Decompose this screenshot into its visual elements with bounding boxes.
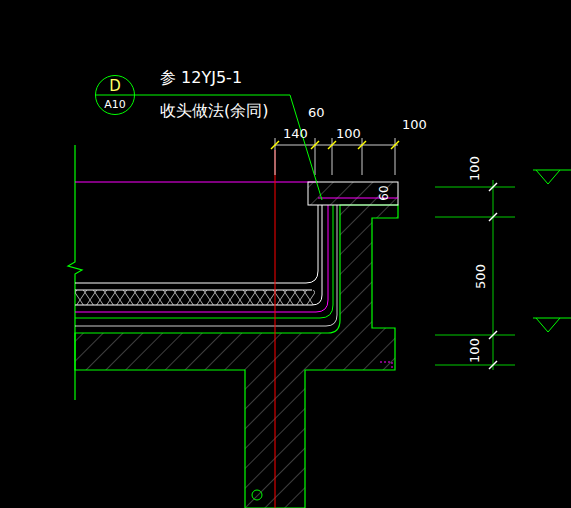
coping: [308, 182, 398, 205]
dimension-text: 100: [402, 118, 427, 131]
dimension-text: 100: [467, 156, 480, 181]
concrete-slab: [75, 205, 398, 508]
layer-line: [75, 205, 322, 305]
waterproof-line: [75, 205, 328, 312]
axis-line: [275, 150, 276, 508]
layer-line: [75, 290, 312, 291]
dimension-text: 500: [473, 264, 486, 289]
dimension-text: 140: [283, 127, 308, 140]
detail-callout-circle: D A10: [95, 75, 135, 115]
dimension-text: 100: [336, 127, 361, 140]
dimension-text: 60: [308, 106, 325, 119]
layer-line: [75, 205, 337, 326]
note-text: 参 12YJ5-1: [160, 70, 242, 86]
drip: [380, 362, 392, 370]
dimension-ticks: [271, 141, 399, 149]
anchor-mark: [252, 490, 262, 500]
sheet-number: A10: [96, 99, 134, 110]
insulation: [75, 290, 315, 305]
leader-line: [135, 95, 322, 200]
layer-line: [75, 205, 318, 283]
dimension-text: 60: [378, 185, 390, 200]
dimension-text: 100: [467, 338, 480, 363]
dimension-right: [435, 180, 515, 370]
dimension-ticks: [489, 183, 497, 369]
dimension-top: [275, 138, 398, 175]
note-text: 收头做法(余同): [160, 103, 268, 119]
detail-number: D: [96, 79, 134, 94]
callout-divider: [95, 95, 135, 96]
finish-line: [75, 182, 318, 183]
elevation-mark: [533, 170, 571, 332]
layer-line: [75, 205, 333, 318]
